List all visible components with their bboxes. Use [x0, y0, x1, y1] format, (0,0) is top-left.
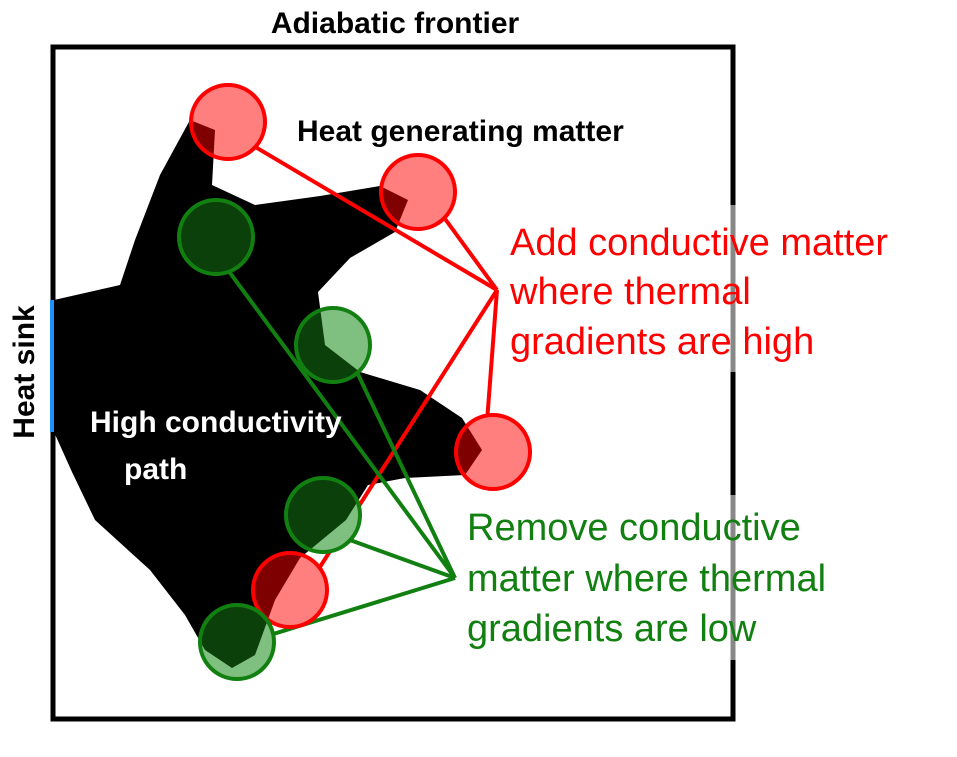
remove-marker-1 [177, 198, 255, 276]
add-marker-4 [251, 551, 329, 629]
path-label-line1: High conductivity [90, 406, 342, 439]
heat-sink-bar [50, 300, 57, 432]
remove-marker-2 [294, 306, 372, 384]
remove-marker-3 [284, 476, 362, 554]
add-marker-3 [454, 413, 532, 491]
heat-sink-label: Heat sink [8, 305, 41, 439]
remove-label-line1: Remove conductive [467, 507, 801, 549]
heat-generating-label: Heat generating matter [297, 115, 624, 148]
add-marker-1 [189, 83, 267, 161]
add-label-line3: gradients are high [510, 321, 814, 363]
add-label-line2: where thermal [509, 271, 751, 313]
add-label-line1: Add conductive matter [510, 222, 888, 264]
add-marker-2 [379, 153, 457, 231]
path-label-line2: path [124, 453, 187, 486]
conductive-path [54, 120, 482, 668]
remove-marker-4 [198, 603, 276, 681]
remove-label-line3: gradients are low [467, 608, 757, 650]
remove-label-line2: matter where thermal [467, 558, 826, 600]
title: Adiabatic frontier [271, 7, 520, 40]
